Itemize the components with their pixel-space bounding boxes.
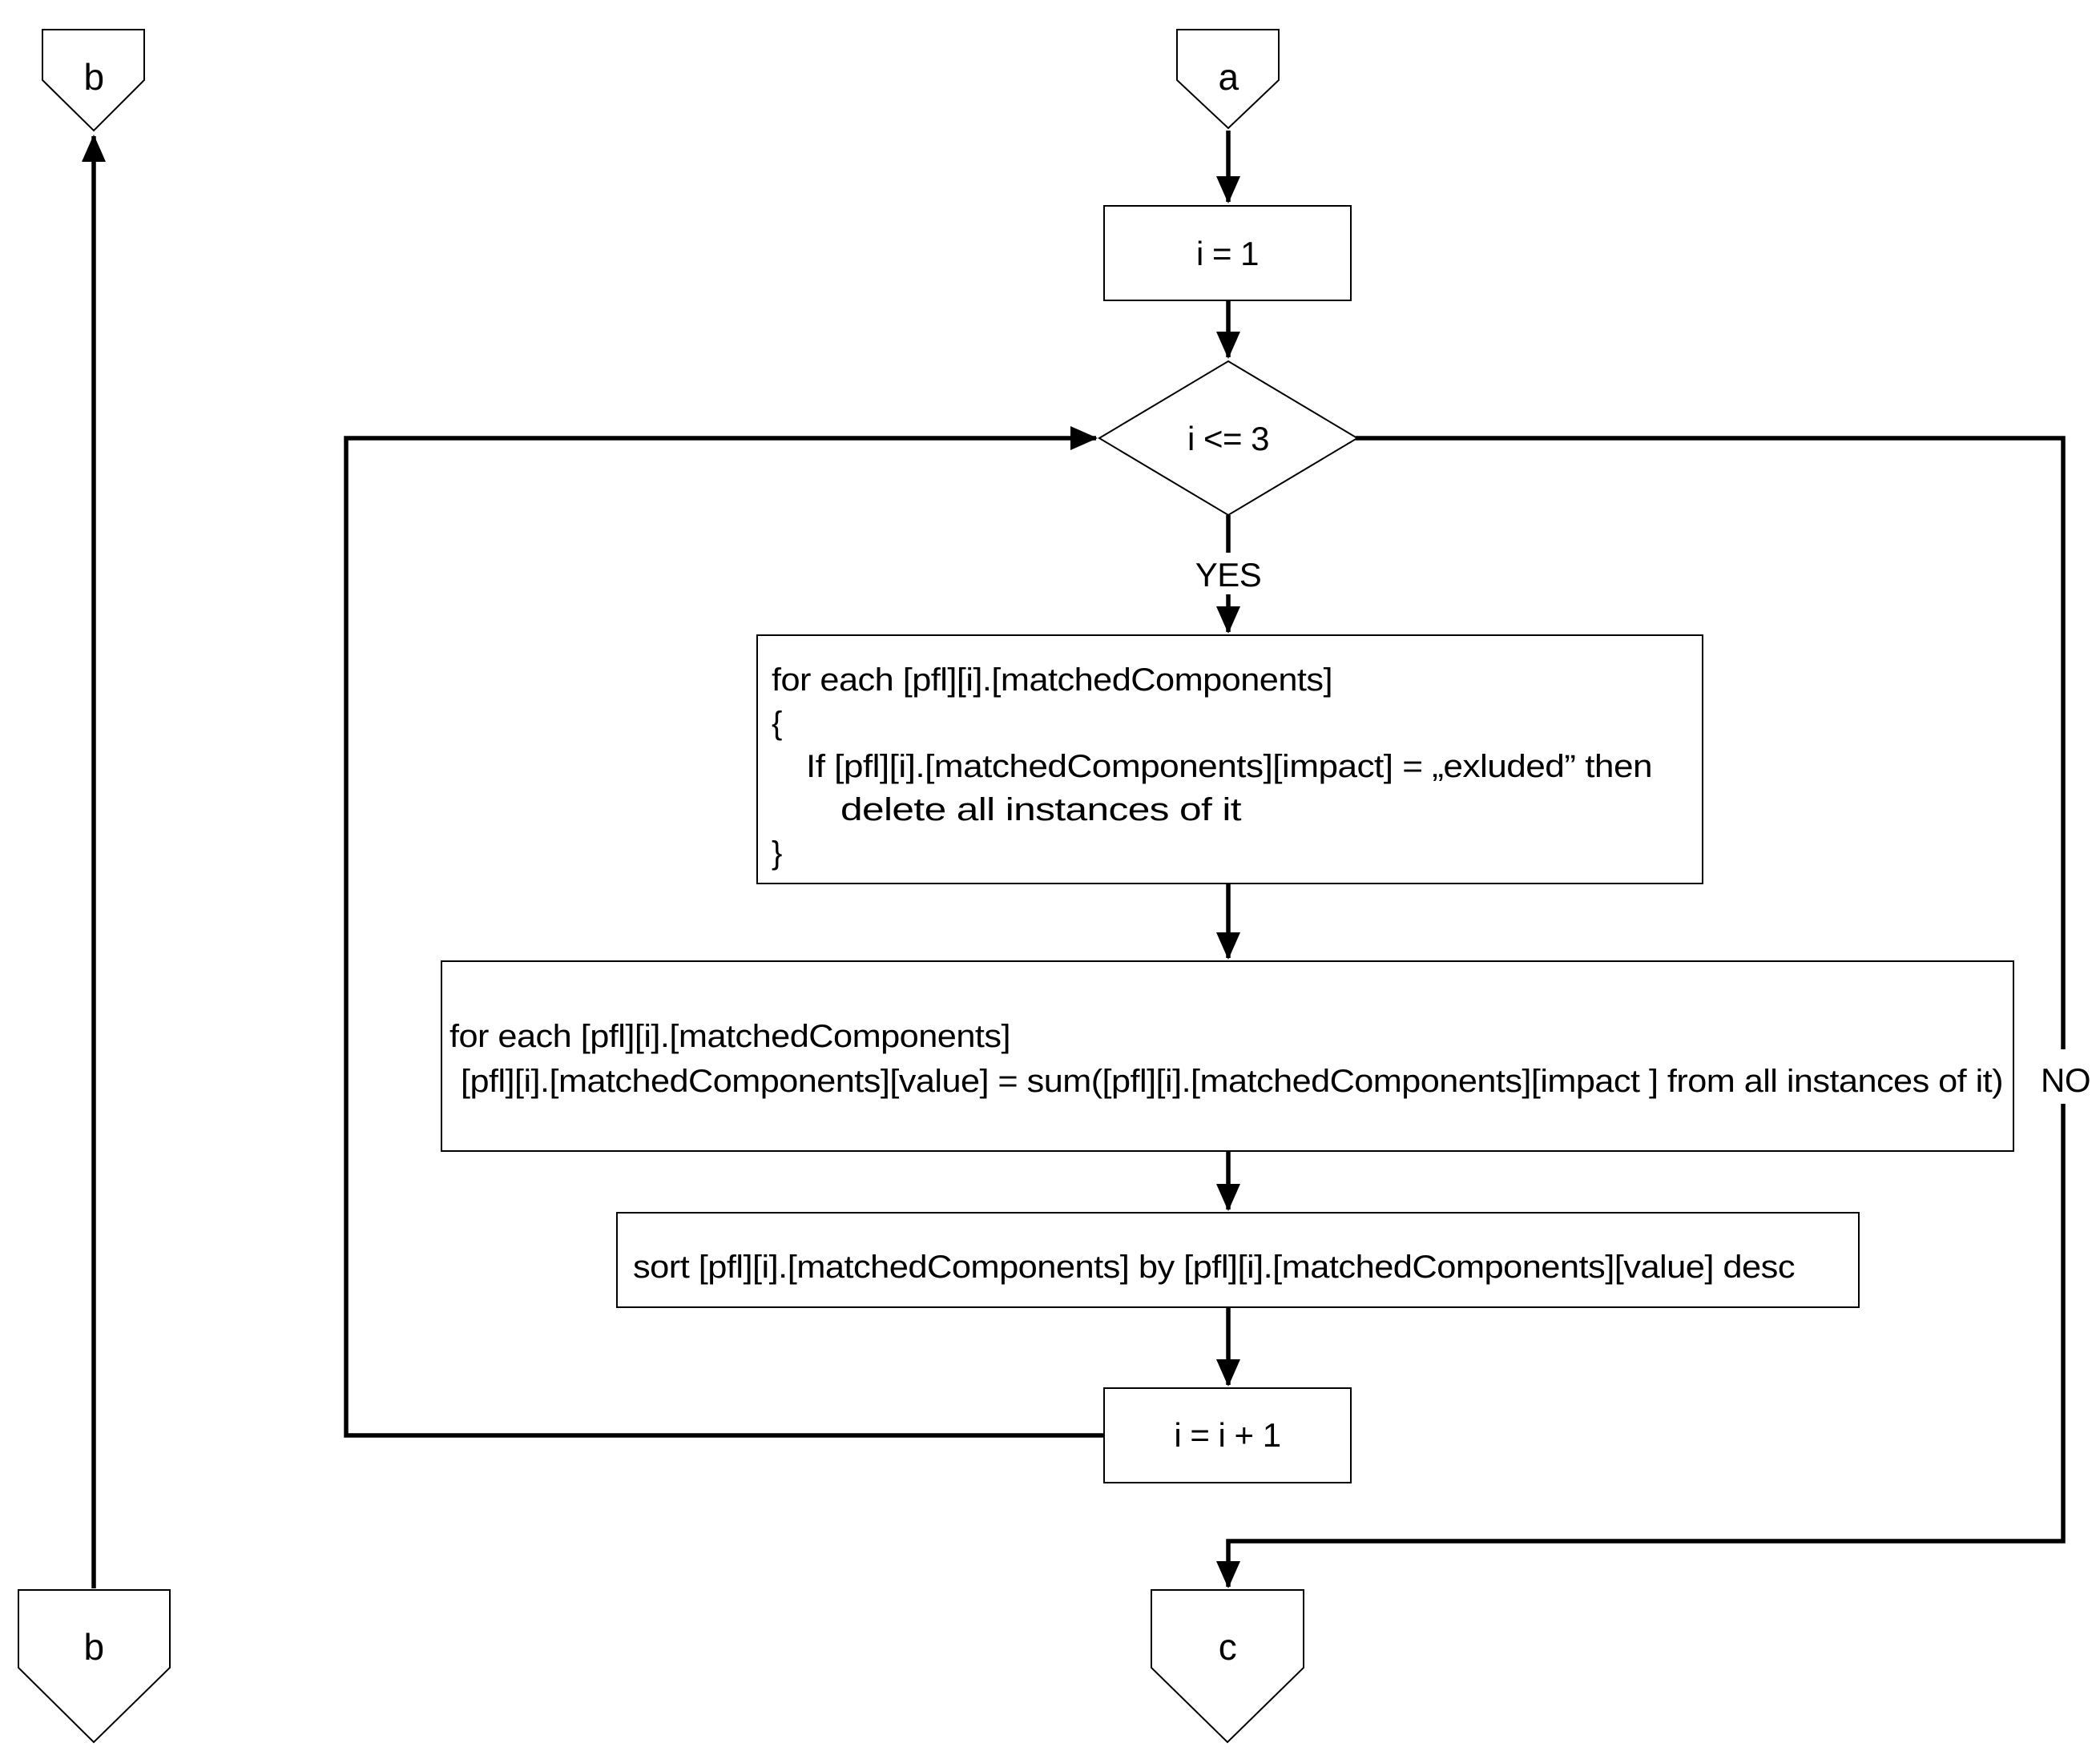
offpage-connector-b-top	[42, 29, 145, 132]
process-filter-excluded-text: for each [pfl][i].[matchedComponents] { …	[772, 662, 1653, 871]
offpage-connector-a	[1176, 29, 1280, 130]
no-label: NO	[2041, 1061, 2090, 1099]
process-sum-values-text: for each [pfl][i].[matchedComponents] [p…	[449, 1019, 2004, 1099]
filter-line-1: for each [pfl][i].[matchedComponents]	[772, 662, 1332, 698]
offpage-connector-b-bottom	[18, 1589, 171, 1744]
edge-loop-back-to-condition	[344, 426, 1104, 1438]
process-init-label: i = 1	[1196, 235, 1259, 272]
offpage-connector-a-label: a	[1218, 56, 1239, 98]
decision-i-le-3-label: i <= 3	[1187, 420, 1269, 457]
offpage-connector-c	[1151, 1589, 1304, 1744]
offpage-connector-c-label: c	[1219, 1626, 1237, 1668]
filter-line-4: delete all instances of it	[840, 792, 1241, 827]
process-sum-values	[441, 960, 2014, 1152]
process-sort-label: sort [pfl][i].[matchedComponents] by [pf…	[633, 1250, 1795, 1285]
filter-line-3: If [pfl][i].[matchedComponents][impact] …	[806, 749, 1652, 784]
offpage-connector-b-bottom-label: b	[83, 1626, 103, 1668]
offpage-connector-b-top-label: b	[83, 56, 103, 98]
process-filter-excluded	[756, 634, 1703, 884]
decision-i-le-3	[1098, 360, 1359, 517]
yes-label: YES	[1195, 556, 1262, 594]
filter-line-5: }	[772, 835, 782, 871]
sum-line-2: [pfl][i].[matchedComponents][value] = su…	[461, 1064, 2003, 1099]
process-init	[1103, 205, 1352, 301]
yes-label-background	[1195, 553, 1261, 594]
process-sort	[616, 1212, 1860, 1308]
process-increment	[1103, 1387, 1352, 1483]
edge-no-condition-to-c	[1216, 436, 2066, 1588]
no-label-background	[2032, 1049, 2099, 1104]
filter-line-2: {	[772, 706, 782, 741]
sum-line-1: for each [pfl][i].[matchedComponents]	[449, 1019, 1010, 1054]
process-increment-label: i = i + 1	[1174, 1416, 1280, 1454]
